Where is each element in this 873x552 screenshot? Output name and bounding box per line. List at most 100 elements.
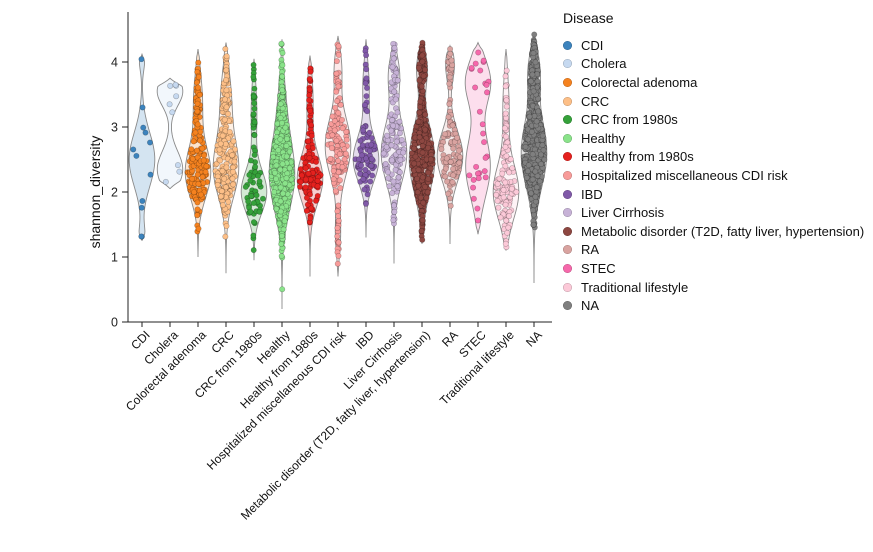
data-point: [200, 157, 207, 164]
data-point: [396, 130, 403, 137]
legend-item-label: Traditional lifestyle: [581, 279, 689, 295]
data-point: [468, 64, 475, 71]
legend-swatch-icon: [563, 301, 572, 311]
data-point: [133, 152, 140, 159]
legend-item: CRC: [563, 92, 864, 111]
data-point: [336, 177, 343, 184]
data-point: [277, 114, 284, 121]
jitter-points: [296, 65, 324, 226]
data-point: [250, 200, 257, 207]
data-point: [502, 73, 509, 80]
data-point: [195, 74, 202, 81]
data-point: [251, 85, 258, 92]
data-point: [247, 177, 254, 184]
data-point: [526, 113, 533, 120]
data-point: [529, 151, 536, 158]
data-point: [250, 111, 257, 118]
data-point: [337, 101, 344, 108]
data-point: [531, 113, 538, 120]
data-point: [335, 252, 342, 259]
legend-item: Metabolic disorder (T2D, fatty liver, hy…: [563, 222, 864, 241]
data-point: [425, 169, 432, 176]
data-point: [419, 174, 426, 181]
data-point: [223, 104, 230, 111]
data-point: [230, 181, 237, 188]
data-point: [337, 185, 344, 192]
data-point: [307, 215, 314, 222]
data-point: [283, 175, 290, 182]
y-tick-label: 4: [111, 55, 118, 69]
y-tick-label: 1: [111, 250, 118, 264]
data-point: [395, 174, 402, 181]
data-point: [495, 204, 502, 211]
data-point: [380, 150, 387, 157]
legend-item: Traditional lifestyle: [563, 278, 864, 297]
data-point: [334, 233, 341, 240]
data-point: [193, 79, 200, 86]
data-point: [524, 168, 531, 175]
data-point: [363, 52, 370, 59]
legend-item-label: STEC: [581, 260, 616, 276]
data-point: [251, 119, 258, 126]
data-point: [503, 67, 510, 74]
data-point: [279, 161, 286, 168]
data-point: [334, 225, 341, 232]
data-point: [222, 233, 229, 240]
data-point: [130, 146, 137, 153]
data-point: [194, 212, 201, 219]
data-point: [390, 55, 397, 62]
data-point: [525, 162, 532, 169]
data-point: [202, 168, 209, 175]
data-point: [139, 104, 146, 111]
data-point: [358, 162, 365, 169]
data-point: [419, 236, 426, 243]
data-point: [277, 198, 284, 205]
data-point: [506, 169, 513, 176]
data-point: [368, 162, 375, 169]
legend-item: Colorectal adenoma: [563, 73, 864, 92]
data-point: [411, 160, 418, 167]
data-point: [394, 183, 401, 190]
data-point: [223, 87, 230, 94]
data-point: [446, 101, 453, 108]
data-point: [328, 145, 335, 152]
legend-swatch-icon: [563, 115, 572, 125]
data-point: [522, 143, 529, 150]
legend-item: Hospitalized miscellaneous CDI risk: [563, 166, 864, 185]
data-point: [494, 180, 501, 187]
data-point: [472, 84, 479, 91]
data-point: [333, 88, 340, 95]
data-point: [494, 197, 501, 204]
data-point: [279, 62, 286, 69]
data-point: [479, 121, 486, 128]
data-point: [356, 156, 363, 163]
data-point: [538, 161, 545, 168]
data-point: [247, 157, 254, 164]
data-point: [283, 153, 290, 160]
data-point: [541, 156, 548, 163]
data-point: [306, 97, 313, 104]
data-point: [508, 185, 515, 192]
data-point: [502, 163, 509, 170]
data-point: [493, 191, 500, 198]
data-point: [391, 88, 398, 95]
x-tick-label: NA: [523, 328, 545, 350]
data-point: [447, 50, 454, 57]
data-point: [368, 141, 375, 148]
data-point: [394, 77, 401, 84]
legend-swatch-icon: [563, 40, 572, 50]
violin-group: [156, 77, 184, 190]
data-point: [415, 182, 422, 189]
legend-item-label: Cholera: [581, 56, 627, 72]
data-point: [251, 105, 258, 112]
data-point: [333, 137, 340, 144]
data-point: [138, 204, 145, 211]
data-point: [357, 137, 364, 144]
data-point: [416, 77, 423, 84]
data-point: [424, 189, 431, 196]
data-point: [335, 157, 342, 164]
data-point: [142, 129, 149, 136]
jitter-points: [162, 81, 183, 185]
data-point: [194, 100, 201, 107]
